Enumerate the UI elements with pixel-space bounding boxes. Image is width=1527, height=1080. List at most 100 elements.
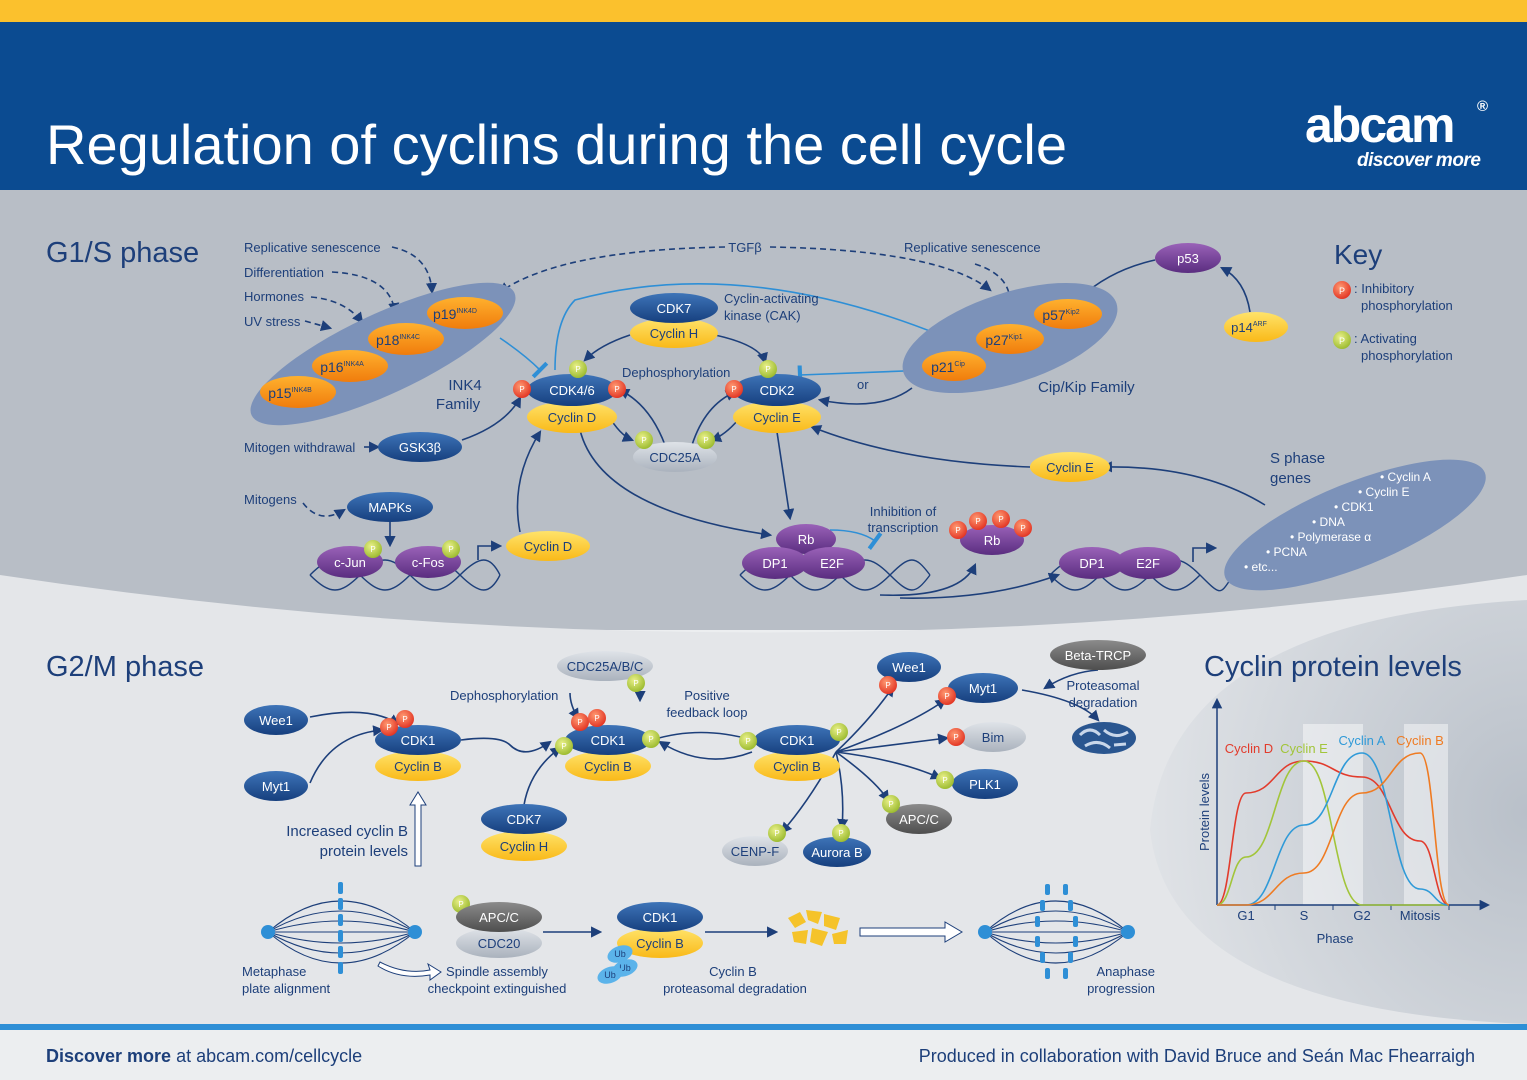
svg-text:Cyclin D: Cyclin D bbox=[524, 539, 572, 554]
cyclin-levels-background bbox=[1150, 600, 1527, 1024]
key-activating-label-2: phosphorylation bbox=[1361, 348, 1453, 363]
svg-text:CDK1: CDK1 bbox=[401, 733, 436, 748]
footer-url[interactable]: at abcam.com/cellcycle bbox=[171, 1046, 363, 1066]
plk1-node: PLK1 bbox=[952, 769, 1018, 799]
svg-text:Beta-TRCP: Beta-TRCP bbox=[1065, 648, 1131, 663]
svg-text:p15INK4B: p15INK4B bbox=[268, 385, 312, 401]
replicative-senescence-right: Replicative senescence bbox=[904, 240, 1041, 255]
svg-text:P: P bbox=[885, 681, 890, 690]
increased-cyclin-label-2: protein levels bbox=[320, 843, 408, 860]
chart-y-label: Protein levels bbox=[1197, 772, 1212, 851]
cip-kip-family-label: Cip/Kip Family bbox=[1038, 379, 1135, 396]
top-accent-bar bbox=[0, 0, 1527, 22]
svg-text:P: P bbox=[836, 728, 841, 737]
g2m-background bbox=[0, 575, 1527, 1024]
p19-node: p19INK4D bbox=[427, 297, 503, 329]
anaphase-chromosomes bbox=[978, 884, 1135, 979]
key-title: Key bbox=[1334, 239, 1382, 270]
mitogens-label: Mitogens bbox=[244, 492, 297, 507]
svg-text:CDC25A/B/C: CDC25A/B/C bbox=[567, 659, 644, 674]
cdk2-label: CDK2 bbox=[760, 383, 795, 398]
svg-text:P: P bbox=[561, 742, 566, 751]
svg-text:p27Kip1: p27Kip1 bbox=[985, 332, 1022, 348]
dephos-label-g2: Dephosphorylation bbox=[450, 688, 558, 703]
series-line-cyclin-b bbox=[1217, 752, 1450, 906]
cdc25abc-node: CDC25A/B/C bbox=[557, 651, 653, 681]
svg-text:P: P bbox=[731, 385, 736, 394]
svg-text:P: P bbox=[745, 737, 750, 746]
svg-text:Wee1: Wee1 bbox=[892, 660, 926, 675]
svg-text:c-Jun: c-Jun bbox=[334, 555, 366, 570]
spindle-checkpoint-arrow bbox=[377, 961, 442, 981]
series-line-cyclin-e bbox=[1216, 760, 1449, 906]
svg-text:P: P bbox=[614, 385, 619, 394]
g1s-heading: G1/S phase bbox=[46, 237, 199, 269]
svg-text:Rb: Rb bbox=[984, 533, 1001, 548]
svg-text:p19INK4D: p19INK4D bbox=[433, 306, 477, 322]
ubiquitin-chain: Ub Ub Ub bbox=[597, 945, 638, 984]
footer-link-text[interactable]: Discover more at abcam.com/cellcycle bbox=[46, 1046, 362, 1067]
svg-text:Ub: Ub bbox=[619, 963, 631, 973]
anaphase-spindle-icon bbox=[984, 900, 1129, 964]
mitogen-withdrawal-label: Mitogen withdrawal bbox=[244, 440, 355, 455]
series-line-cyclin-d bbox=[1216, 760, 1450, 906]
stimulus-replicative-senescence: Replicative senescence bbox=[244, 240, 381, 255]
myt1-target-node: Myt1 bbox=[948, 673, 1018, 703]
apcc-cdc20-complex: APC/C CDC20 bbox=[456, 902, 542, 958]
key-activating-p-icon: P bbox=[1333, 331, 1351, 349]
cdc25a-node: CDC25A bbox=[633, 442, 717, 472]
key-activating-label-1: : Activating bbox=[1354, 331, 1417, 346]
svg-text:Ub: Ub bbox=[614, 949, 626, 959]
svg-text:P: P bbox=[448, 545, 453, 554]
inhibition-label-1: Inhibition of bbox=[870, 504, 937, 519]
svg-text:P: P bbox=[370, 545, 375, 554]
cdk1-cyclin-b-inactive: CDK1 Cyclin B bbox=[375, 725, 461, 781]
key-inhibitory-label-2: phosphorylation bbox=[1361, 298, 1453, 313]
e2fb-label: E2F bbox=[1136, 556, 1160, 571]
x-tick-label: G1 bbox=[1237, 908, 1254, 923]
svg-text:Ub: Ub bbox=[604, 970, 616, 980]
svg-text:GSK3β: GSK3β bbox=[399, 440, 441, 455]
chart-title: Cyclin protein levels bbox=[1204, 651, 1462, 683]
p53-node: p53 bbox=[1155, 243, 1221, 273]
svg-text:P: P bbox=[458, 900, 463, 909]
x-tick-label: Mitosis bbox=[1400, 908, 1441, 923]
proteasomal-label-2: degradation bbox=[1069, 695, 1138, 710]
svg-text:P: P bbox=[765, 365, 770, 374]
svg-text:P: P bbox=[575, 365, 580, 374]
p57-node: p57Kip2 bbox=[1034, 299, 1102, 329]
page-title: Regulation of cyclins during the cell cy… bbox=[46, 113, 1067, 176]
anaphase-label-2: progression bbox=[1087, 981, 1155, 996]
svg-text:p16INK4A: p16INK4A bbox=[320, 359, 364, 375]
header-banner: Regulation of cyclins during the cell cy… bbox=[0, 22, 1527, 190]
svg-text:• etc...: • etc... bbox=[1244, 560, 1278, 574]
degradation-label-1: Cyclin B bbox=[709, 964, 757, 979]
key-inhibitory-p-icon: P bbox=[1333, 281, 1351, 299]
s-phase-label-2: genes bbox=[1270, 470, 1311, 487]
footer-divider bbox=[0, 1024, 1527, 1030]
svg-text:P: P bbox=[955, 526, 960, 535]
svg-text:P: P bbox=[641, 436, 646, 445]
phospho-markers-g1s: P P P P P P P P P P P P P bbox=[364, 360, 1032, 558]
p18-node: p18INK4C bbox=[368, 323, 444, 355]
svg-text:P: P bbox=[1020, 524, 1025, 533]
svg-text:Myt1: Myt1 bbox=[969, 681, 997, 696]
svg-text:• CDK1: • CDK1 bbox=[1334, 500, 1374, 514]
logo-tagline: discover more bbox=[1357, 150, 1481, 171]
dp1-label: DP1 bbox=[762, 556, 787, 571]
p16-node: p16INK4A bbox=[312, 350, 388, 382]
s-phase-label-1: S phase bbox=[1270, 450, 1325, 467]
svg-text:P: P bbox=[942, 776, 947, 785]
degradation-label-2: proteasomal degradation bbox=[663, 981, 807, 996]
p15-node: p15INK4B bbox=[260, 376, 336, 408]
x-tick-label: G2 bbox=[1353, 908, 1370, 923]
svg-text:Cyclin B: Cyclin B bbox=[636, 936, 684, 951]
footer-credits: Produced in collaboration with David Bru… bbox=[918, 1046, 1475, 1066]
g2m-heading: G2/M phase bbox=[46, 651, 204, 683]
x-tick-label: S bbox=[1300, 908, 1309, 923]
svg-text:CDK7: CDK7 bbox=[507, 812, 542, 827]
metaphase-label-1: Metaphase bbox=[242, 964, 306, 979]
svg-text:Aurora B: Aurora B bbox=[811, 845, 862, 860]
svg-text:Cyclin B: Cyclin B bbox=[584, 759, 632, 774]
